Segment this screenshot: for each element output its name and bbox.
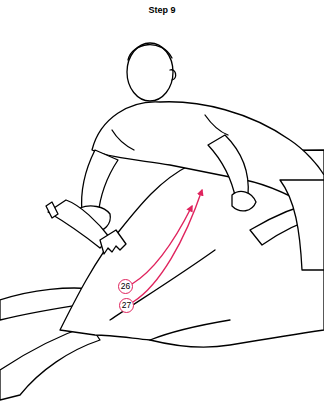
man-head — [127, 43, 173, 101]
man-arm — [208, 135, 248, 200]
man-ear — [170, 70, 176, 80]
man-leg — [280, 180, 324, 270]
callout-circle: 26 — [118, 279, 133, 294]
callout-circle: 27 — [119, 298, 134, 313]
sleeve — [112, 130, 134, 150]
clipper-blade — [100, 230, 126, 254]
step-title: Step 9 — [0, 5, 324, 15]
dog-leg — [0, 325, 100, 400]
dog-fold — [110, 250, 215, 320]
callout-number: 27 — [122, 301, 131, 310]
dog-body — [60, 150, 324, 347]
callout-number: 26 — [121, 282, 130, 291]
clipper-cord — [46, 202, 58, 218]
direction-arrow — [133, 190, 202, 302]
man-hair — [128, 45, 172, 60]
man-hand — [232, 191, 256, 210]
sleeve — [205, 115, 228, 135]
dog-fold — [150, 320, 230, 340]
man-torso — [92, 102, 324, 215]
